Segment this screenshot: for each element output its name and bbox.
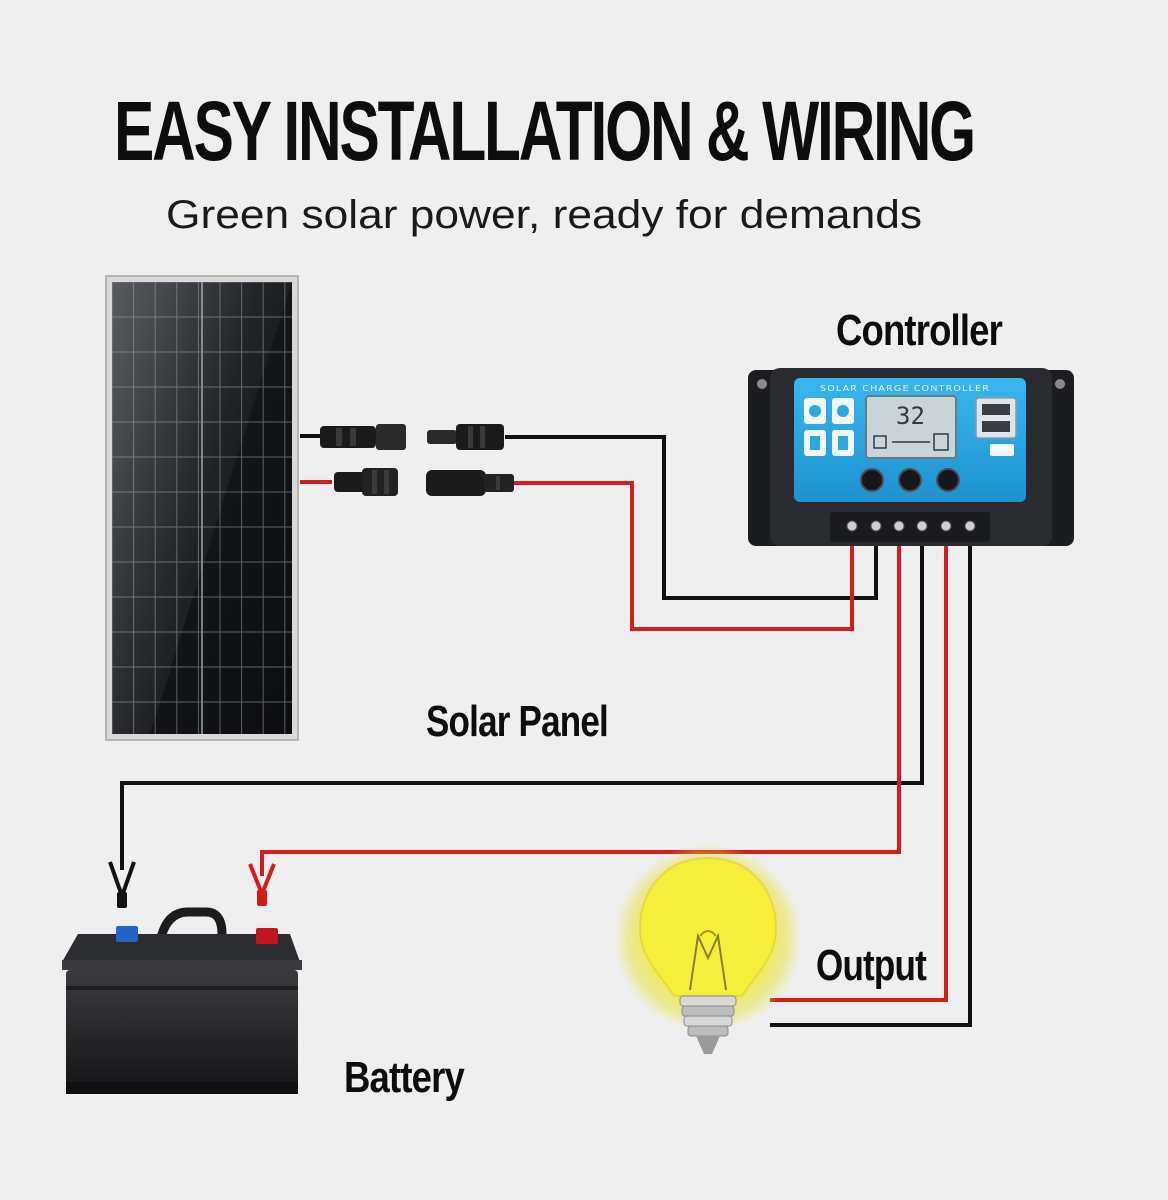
mount-hole-left (757, 379, 767, 389)
mount-hole-right (1055, 379, 1065, 389)
negative-clip-icon (108, 861, 136, 908)
mc4-connectors (320, 424, 514, 496)
mc4-male-negative (320, 424, 406, 450)
controller-button-right (936, 468, 960, 492)
controller-label: Controller (836, 306, 1003, 355)
charge-controller: Controller SOLAR CHARGE CONTROLLER 32 (748, 306, 1074, 546)
battery-negative-wire (120, 528, 924, 870)
page-title: EASY INSTALLATION & WIRING (114, 84, 974, 178)
controller-header: SOLAR CHARGE CONTROLLER (820, 384, 990, 393)
mc4-male-positive (334, 468, 398, 496)
battery-positive-wire (260, 528, 901, 876)
positive-clip-icon (248, 863, 276, 906)
controller-button-middle (898, 468, 922, 492)
panel-positive-wire (513, 481, 854, 631)
page-subtitle: Green solar power, ready for demands (166, 193, 922, 237)
wires (120, 434, 972, 1027)
mc4-female-negative (427, 424, 504, 450)
battery-positive-terminal (256, 928, 278, 944)
battery-label: Battery (344, 1053, 465, 1102)
solar-panel-label: Solar Panel (426, 697, 608, 746)
lcd-reading: 32 (896, 402, 925, 430)
controller-button-left (860, 468, 884, 492)
battery-negative-terminal (116, 926, 138, 942)
output-label: Output (816, 941, 927, 990)
battery (62, 907, 302, 1094)
light-bulb-icon (614, 844, 802, 1054)
terminal-screws (846, 520, 976, 532)
solar-panel (105, 275, 299, 741)
load-negative-wire (770, 528, 972, 1027)
mode-icons (804, 398, 854, 456)
load-positive-wire (770, 528, 948, 1002)
panel-negative-wire (505, 435, 878, 600)
mc4-female-positive (426, 470, 514, 496)
usb-ports (975, 397, 1017, 456)
